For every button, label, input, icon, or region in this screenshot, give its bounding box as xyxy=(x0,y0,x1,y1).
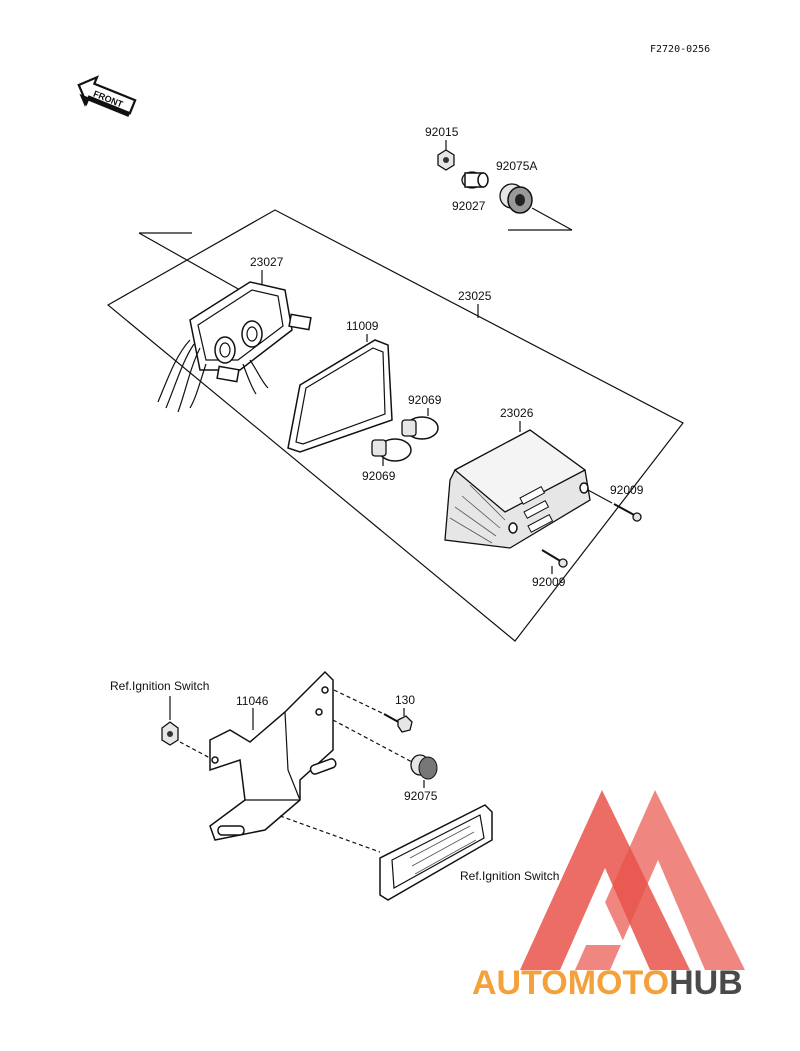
screw-92009-right-icon xyxy=(613,503,642,522)
svg-text:AUTOMOTOHUB: AUTOMOTOHUB xyxy=(472,964,743,1002)
watermark-text-auto: AUTOMOTO xyxy=(472,964,669,1002)
bulb-92069-lower-icon xyxy=(371,438,412,462)
license-bracket-11046 xyxy=(209,670,337,841)
ref-ignition-switch-right: Ref.Ignition Switch xyxy=(460,869,559,883)
ref-ignition-switch-left: Ref.Ignition Switch xyxy=(110,679,209,693)
label-11046: 11046 xyxy=(236,694,269,708)
screw-92009-bottom-icon xyxy=(541,549,568,568)
label-92009-bottom: 92009 xyxy=(532,575,566,589)
label-92015: 92015 xyxy=(425,125,459,139)
watermark-text-hub: HUB xyxy=(669,964,743,1002)
nut-ref-left-icon xyxy=(161,721,179,746)
reflector-plate xyxy=(379,804,493,901)
lamp-base-23027 xyxy=(157,281,312,413)
label-11009: 11009 xyxy=(346,319,379,333)
diagram-code: F2720-0256 xyxy=(650,44,710,55)
label-92069-upper: 92069 xyxy=(408,393,442,407)
label-23027: 23027 xyxy=(250,255,284,269)
label-130: 130 xyxy=(395,693,415,707)
automotohub-logo: AUTOMOTOHUB xyxy=(472,790,745,1002)
label-92027: 92027 xyxy=(452,199,486,213)
label-23026: 23026 xyxy=(500,406,534,420)
grommet-92075a-icon xyxy=(499,183,533,214)
label-92075a: 92075A xyxy=(496,159,537,173)
label-92075: 92075 xyxy=(404,789,438,803)
gasket-11009 xyxy=(287,339,393,453)
collar-92027-icon xyxy=(461,171,489,189)
grommet-92075-icon xyxy=(410,754,438,780)
label-92009-right: 92009 xyxy=(610,483,644,497)
label-23025: 23025 xyxy=(458,289,492,303)
bolt-130-icon xyxy=(383,713,413,733)
assembly-boundary xyxy=(106,209,684,642)
label-92069-lower: 92069 xyxy=(362,469,396,483)
nut-92015-icon xyxy=(437,149,455,171)
bulb-92069-upper-icon xyxy=(401,416,439,440)
lens-23026 xyxy=(444,429,591,549)
front-arrow-icon: FRONT xyxy=(77,75,137,117)
